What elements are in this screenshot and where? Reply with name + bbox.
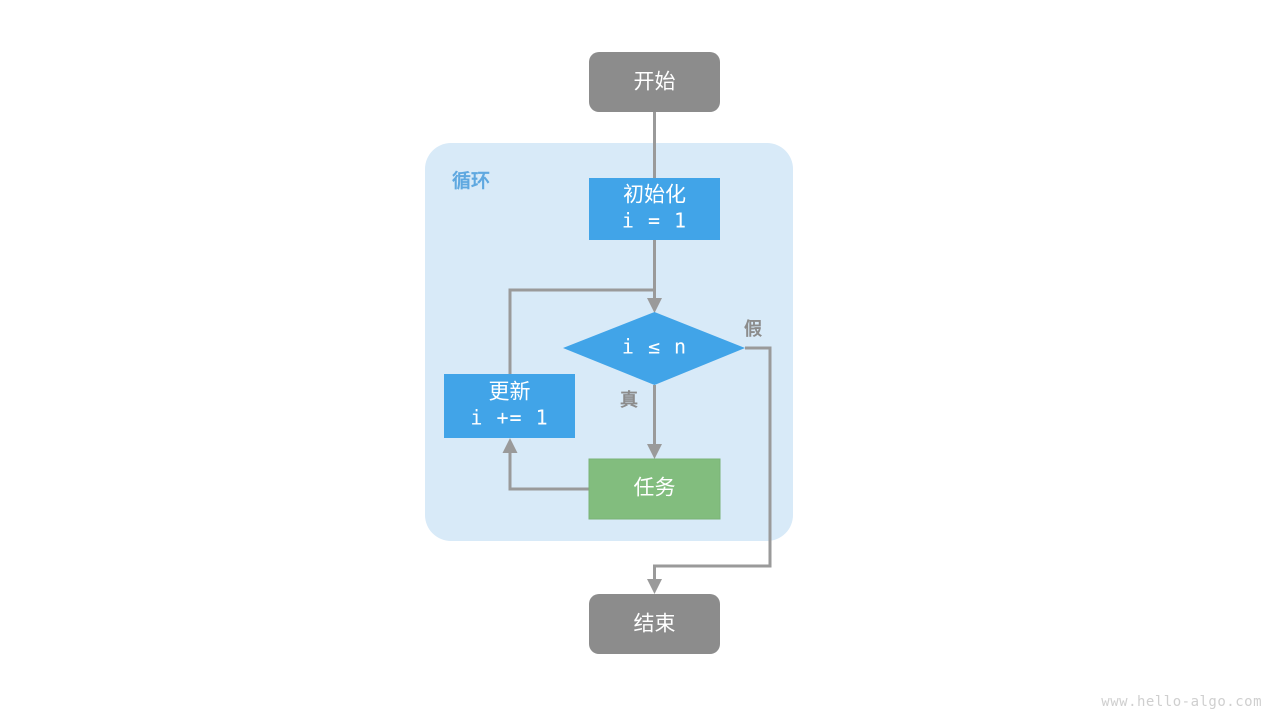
node-update-label-line1: 更新 bbox=[489, 381, 531, 404]
node-update-label-line2: i += 1 bbox=[470, 406, 548, 430]
node-start-shape bbox=[589, 52, 720, 112]
node-init-shape bbox=[589, 178, 720, 240]
node-task[interactable]: 任务 bbox=[588, 458, 721, 520]
node-init[interactable]: 初始化 i = 1 bbox=[589, 178, 720, 240]
node-end-label: 结束 bbox=[634, 613, 676, 636]
node-init-label-line2: i = 1 bbox=[622, 209, 687, 233]
node-update[interactable]: 更新 i += 1 bbox=[444, 374, 575, 438]
node-end[interactable]: 结束 bbox=[589, 594, 720, 654]
node-init-label-line1: 初始化 bbox=[623, 184, 686, 207]
node-start-label: 开始 bbox=[634, 71, 676, 94]
edge-update-to-decision bbox=[508, 288, 656, 374]
node-task-shape bbox=[588, 458, 721, 520]
node-start[interactable]: 开始 bbox=[589, 52, 720, 112]
edge-label-true: 真 bbox=[620, 389, 638, 410]
node-decision-label: i ≤ n bbox=[622, 335, 687, 359]
node-task-label: 任务 bbox=[634, 477, 676, 500]
arrowhead-decision-to-task bbox=[647, 444, 662, 459]
edge-label-false: 假 bbox=[744, 318, 763, 339]
node-decision-shape bbox=[563, 312, 745, 385]
arrowhead-init-to-decision bbox=[647, 298, 662, 313]
watermark-text: www.hello-algo.com bbox=[1101, 694, 1262, 710]
edge-decision-false-to-end bbox=[653, 346, 772, 584]
arrowhead-task-to-update bbox=[502, 438, 518, 453]
node-decision[interactable]: i ≤ n bbox=[563, 312, 745, 385]
node-end-shape bbox=[589, 594, 720, 654]
edge-task-to-update bbox=[508, 449, 589, 491]
node-update-shape bbox=[444, 374, 575, 438]
arrowhead-false-to-end bbox=[647, 579, 662, 594]
loop-group-label: 循环 bbox=[452, 169, 490, 192]
